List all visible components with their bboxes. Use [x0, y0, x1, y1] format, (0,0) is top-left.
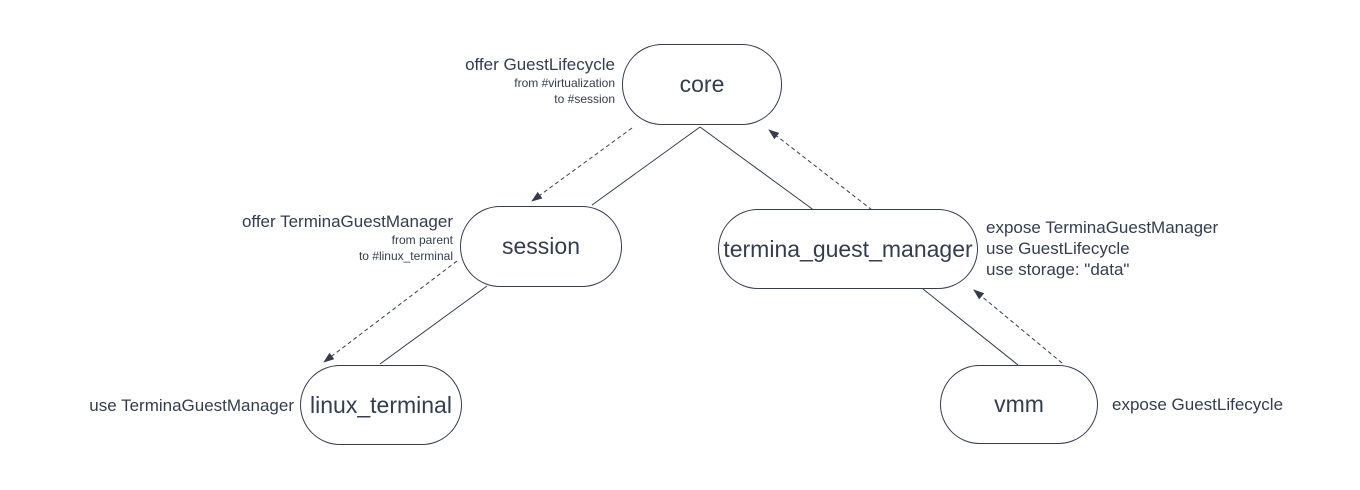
- edge-core-session-dashed-arrow: [531, 127, 633, 202]
- node-vmm: vmm: [940, 365, 1098, 444]
- node-vmm-label: vmm: [994, 391, 1044, 417]
- annotation-session-offer-line1: offer TerminaGuestManager: [241, 212, 453, 231]
- annotation-vmm-line1: expose GuestLifecycle: [1112, 395, 1284, 414]
- node-termina-guest-manager: termina_guest_manager: [718, 209, 978, 289]
- node-linux-terminal: linux_terminal: [300, 365, 462, 445]
- annotation-termina-expose-use: expose TerminaGuestManager use GuestLife…: [986, 217, 1218, 280]
- annotation-termina-line1: expose TerminaGuestManager: [986, 218, 1219, 237]
- annotation-core-offer: offer GuestLifecycle from #virtualizatio…: [325, 55, 615, 107]
- annotation-session-offer-line2: from parent: [391, 233, 453, 247]
- annotation-linux-terminal-use-line1: use TerminaGuestManager: [89, 396, 294, 415]
- annotation-session-offer-line3: to #linux_terminal: [358, 249, 453, 263]
- annotation-core-offer-line2: from #virtualization: [514, 76, 615, 90]
- annotation-session-offer: offer TerminaGuestManager from parent to…: [163, 212, 453, 264]
- node-core-label: core: [679, 71, 725, 97]
- edge-termina-vmm-solid: [922, 288, 1019, 366]
- node-core: core: [622, 44, 782, 125]
- edge-vmm-termina-dashed-arrow: [973, 289, 1063, 364]
- edge-session-linux-solid: [379, 285, 488, 365]
- annotation-termina-line2: use GuestLifecycle: [986, 239, 1130, 258]
- annotation-termina-line3: use storage: "data": [986, 260, 1130, 279]
- node-termina-guest-manager-label: termina_guest_manager: [723, 235, 973, 262]
- annotation-vmm-expose: expose GuestLifecycle: [1112, 395, 1283, 415]
- edge-session-linux-dashed-arrow: [323, 260, 458, 363]
- annotation-core-offer-line1: offer GuestLifecycle: [465, 55, 615, 74]
- node-linux-terminal-label: linux_terminal: [310, 391, 452, 418]
- edge-core-termina-solid: [699, 126, 816, 212]
- annotation-linux-terminal-use: use TerminaGuestManager: [4, 396, 294, 416]
- edge-core-session-solid: [591, 126, 701, 206]
- node-session-label: session: [502, 233, 580, 259]
- node-session: session: [460, 206, 622, 287]
- annotation-core-offer-line3: to #session: [554, 92, 615, 106]
- edge-termina-core-dashed-arrow: [768, 129, 873, 211]
